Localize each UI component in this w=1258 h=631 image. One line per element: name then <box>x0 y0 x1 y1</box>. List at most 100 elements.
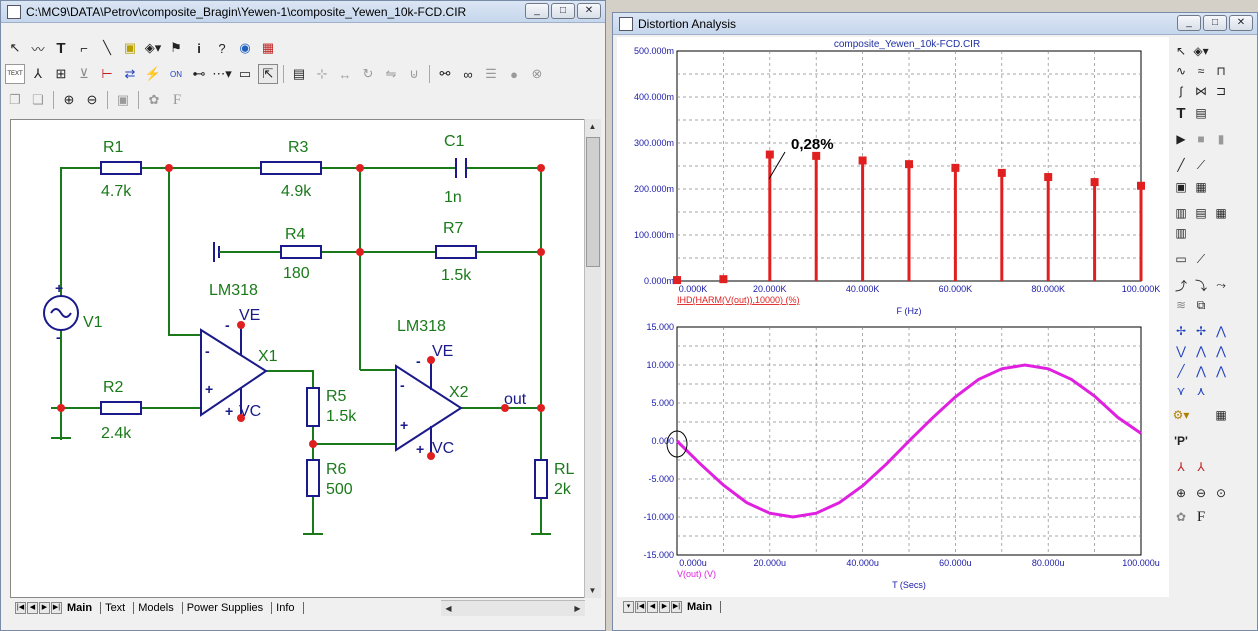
cancel-icon[interactable]: ⊗ <box>531 66 543 81</box>
rotate-icon[interactable]: ↻ <box>362 66 374 81</box>
zoom-out-icon[interactable]: ⊖ <box>1195 486 1207 500</box>
analysis-last-tab-icon[interactable]: ▶| <box>671 601 682 613</box>
zoom-fit-icon[interactable]: ⊙ <box>1215 486 1227 500</box>
analysis-prev-tab-icon[interactable]: ◀ <box>647 601 658 613</box>
prev-tab-icon[interactable]: ◀ <box>27 602 38 614</box>
analysis-minimize-button[interactable]: _ <box>1177 15 1201 31</box>
tab-text[interactable]: Text <box>101 602 135 614</box>
close-button[interactable]: ✕ <box>577 3 601 19</box>
binoculars-icon[interactable]: ∞ <box>463 66 473 82</box>
pin-icon[interactable]: ⊢ <box>101 66 113 81</box>
stop-square-icon[interactable]: ■ <box>1197 132 1205 146</box>
cursor-icon-10[interactable]: ⋎ <box>1176 384 1186 398</box>
analysis-titlebar[interactable]: Distortion Analysis _ □ ✕ <box>613 13 1257 35</box>
curve-icon-2[interactable]: ≈ <box>1197 64 1205 78</box>
analysis-maximize-button[interactable]: □ <box>1203 15 1227 31</box>
scroll-left-icon[interactable]: ◀ <box>445 604 452 613</box>
baseline-icon[interactable]: ▭ <box>1175 252 1187 266</box>
grid-toggle-icon[interactable]: ▦ <box>1215 206 1227 220</box>
font-icon[interactable]: F <box>1196 508 1206 525</box>
analysis-dropdown-icon[interactable]: ▾ <box>623 601 634 613</box>
tab-models[interactable]: Models <box>134 602 183 614</box>
help-icon[interactable]: ? <box>218 40 226 56</box>
fine-grid-icon[interactable]: ▥ <box>1175 226 1187 240</box>
mirror-icon[interactable]: ↔ <box>338 66 352 82</box>
find-icon[interactable]: ⚯ <box>439 66 451 81</box>
scale-icon[interactable]: ⧉ <box>1196 297 1206 312</box>
curve-icon-5[interactable]: ⋈ <box>1195 84 1207 98</box>
line-icon[interactable]: ╲ <box>103 40 111 55</box>
minimize-button[interactable]: _ <box>525 3 549 19</box>
curve-icon-3[interactable]: ⊓ <box>1216 64 1226 78</box>
attribute-icon[interactable]: ⅄ <box>34 66 42 81</box>
label-x-icon[interactable]: ⅄ <box>1177 460 1185 474</box>
copy-icon[interactable]: ❐ <box>9 92 21 107</box>
frame-icon[interactable]: ▣ <box>1175 180 1187 194</box>
tab-power-supplies[interactable]: Power Supplies <box>183 602 273 614</box>
border-icon[interactable]: ▭ <box>238 66 252 81</box>
text-tool-icon[interactable]: T <box>1176 104 1186 122</box>
curve-icon-6[interactable]: ⊐ <box>1215 84 1227 98</box>
step-icon[interactable]: ⊍ <box>409 66 419 81</box>
shape-menu-icon[interactable]: ◈▾ <box>1193 44 1209 58</box>
tilt-icon[interactable]: ≋ <box>1175 298 1187 312</box>
globe-icon[interactable]: ◉ <box>239 40 251 55</box>
swap-icon[interactable]: ⇄ <box>124 66 136 81</box>
select-icon[interactable]: ⇱ <box>258 64 278 84</box>
trace-icon[interactable]: ⟋ <box>1196 251 1206 266</box>
dots-icon[interactable]: ⋯▾ <box>212 66 232 81</box>
slope-icon[interactable]: ⤳ <box>1216 277 1226 292</box>
valley-icon[interactable]: ⤵ <box>1194 278 1207 293</box>
scroll-down-icon[interactable]: ▼ <box>588 586 597 595</box>
scroll-up-icon[interactable]: ▲ <box>588 122 597 131</box>
last-tab-icon[interactable]: ▶| <box>51 602 62 614</box>
arrow-tool-icon[interactable]: ↖ <box>9 40 21 55</box>
picture-icon[interactable]: ▣ <box>123 40 137 55</box>
schematic-titlebar[interactable]: C:\MC9\DATA\Petrov\composite_Bragin\Yewe… <box>1 1 605 23</box>
cursor-icon-2[interactable]: ✢ <box>1195 324 1207 338</box>
properties-icon[interactable]: ▤ <box>1195 106 1207 120</box>
vgrid-icon[interactable]: ▥ <box>1175 206 1187 220</box>
cursor-icon-9[interactable]: ⋀ <box>1216 364 1226 378</box>
table-icon[interactable]: ▦ <box>1215 408 1227 422</box>
bus-icon[interactable]: ⌐ <box>80 40 88 56</box>
connect-icon[interactable]: ⊷ <box>192 66 206 81</box>
shape-icon[interactable]: ◈▾ <box>144 40 162 55</box>
color-icon[interactable]: ✿ <box>1175 510 1187 524</box>
move-icon[interactable]: ⊹ <box>316 66 328 81</box>
cursor-icon-3[interactable]: ⋀ <box>1216 324 1226 338</box>
curve-icon-4[interactable]: ʃ <box>1179 84 1183 98</box>
next-tab-icon[interactable]: ▶ <box>39 602 50 614</box>
analysis-first-tab-icon[interactable]: |◀ <box>635 601 646 613</box>
schematic-hscroll[interactable]: ◀ ▶ <box>441 600 585 616</box>
hgrid-icon[interactable]: ▤ <box>1195 206 1207 220</box>
probe-icon[interactable]: ⚡ <box>144 66 162 81</box>
wire-tool-icon[interactable]: 〰 <box>31 41 45 57</box>
schematic-canvas[interactable]: - + - + + - - + - + R1 4.7k R3 4.9k C1 1… <box>10 119 585 598</box>
line-draw-icon[interactable]: ╱ <box>1177 158 1185 172</box>
flag-icon[interactable]: ⚑ <box>170 40 182 55</box>
peak-icon[interactable]: ⤴ <box>1174 278 1187 293</box>
cursor-icon-1[interactable]: ✢ <box>1175 324 1187 338</box>
p-label-icon[interactable]: 'P' <box>1174 434 1188 448</box>
measure-icon[interactable]: ⚙▾ <box>1172 408 1190 422</box>
properties-icon[interactable]: ▤ <box>292 66 306 81</box>
camera-icon[interactable]: ▣ <box>116 92 130 107</box>
run-icon[interactable]: ▶ <box>1176 132 1186 146</box>
tab-main[interactable]: Main <box>63 602 102 614</box>
scroll-right-icon[interactable]: ▶ <box>574 604 581 613</box>
schematic-vscroll[interactable]: ▲ ▼ <box>584 119 601 598</box>
font-icon[interactable]: F <box>172 91 182 108</box>
maximize-button[interactable]: □ <box>551 3 575 19</box>
cursor-icon-7[interactable]: ╱ <box>1177 364 1185 378</box>
first-tab-icon[interactable]: |◀ <box>15 602 26 614</box>
zoom-in-icon[interactable]: ⊕ <box>1175 486 1187 500</box>
info-icon[interactable]: i <box>197 40 201 56</box>
flip-icon[interactable]: ⇋ <box>385 66 397 81</box>
tab-info[interactable]: Info <box>272 602 304 614</box>
list-icon[interactable]: ☰ <box>485 66 497 81</box>
analysis-close-button[interactable]: ✕ <box>1229 15 1253 31</box>
grid-icon[interactable]: ▦ <box>1195 180 1207 194</box>
pause-icon[interactable]: ▮ <box>1217 132 1225 146</box>
